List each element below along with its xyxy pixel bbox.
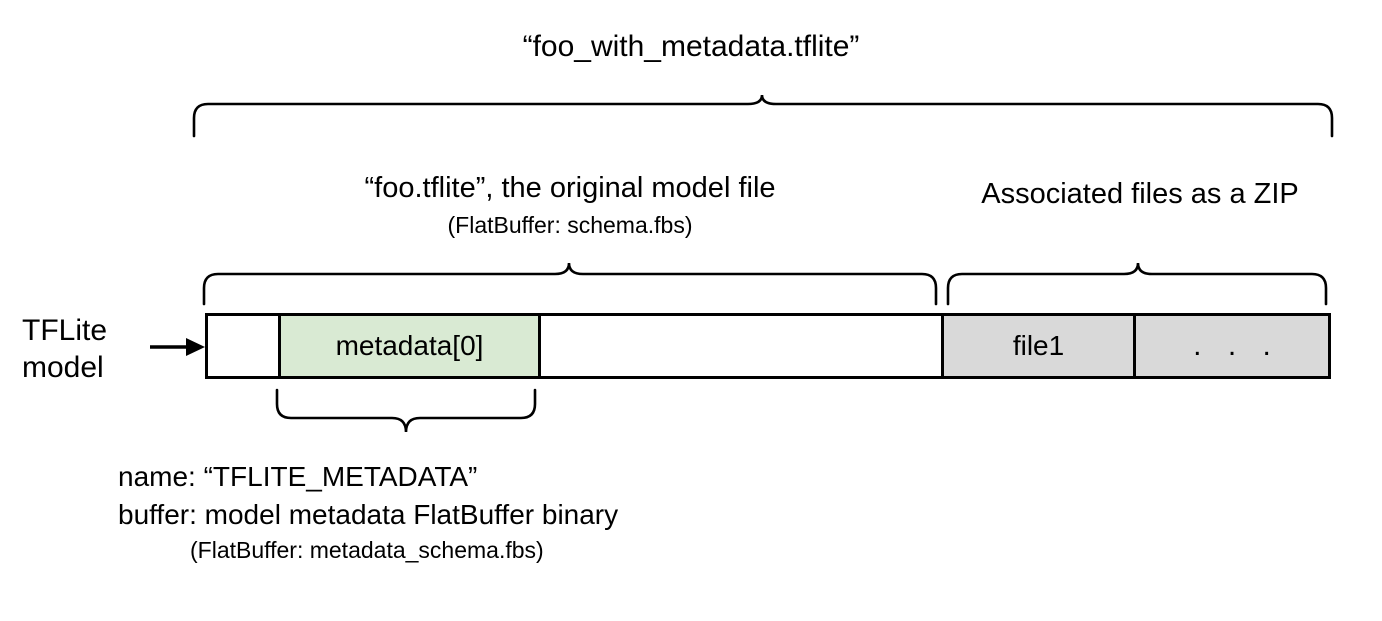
metadata-segment: metadata[0] [278, 316, 538, 376]
more-files-segment: . . . [1133, 316, 1328, 376]
file1-segment: file1 [941, 316, 1133, 376]
group-subheading-model: (FlatBuffer: schema.fbs) [447, 212, 693, 238]
metadata-note-line-buffer: buffer: model metadata FlatBuffer binary [118, 499, 619, 531]
tflite-model-label-line1: TFLite [22, 314, 108, 347]
model-brace [200, 258, 948, 306]
model-body-segment [538, 316, 941, 376]
zip-brace [944, 258, 1338, 306]
empty-left-segment [208, 316, 278, 376]
metadata-note: name: “TFLITE_METADATA” buffer: model me… [118, 461, 878, 563]
model-layout-bar: metadata[0] file1 . . . [205, 313, 1331, 379]
arrow-icon [150, 335, 208, 359]
group-heading-zip: Associated files as a ZIP [981, 178, 1299, 210]
diagram-title: “foo_with_metadata.tflite” [522, 30, 860, 63]
metadata-brace [272, 388, 544, 440]
tflite-model-label-line2: model [22, 350, 104, 384]
metadata-segment-label: metadata[0] [335, 330, 484, 361]
file1-segment-label: file1 [1012, 330, 1065, 361]
more-files-segment-label: . . . [1193, 329, 1280, 362]
tflite-model-label: TFLite model [22, 313, 142, 386]
top-brace [190, 92, 1340, 138]
metadata-note-line-name: name: “TFLITE_METADATA” [118, 461, 478, 492]
group-heading-model: “foo.tflite”, the original model file [364, 172, 776, 204]
metadata-note-line-schema: (FlatBuffer: metadata_schema.fbs) [190, 536, 544, 563]
